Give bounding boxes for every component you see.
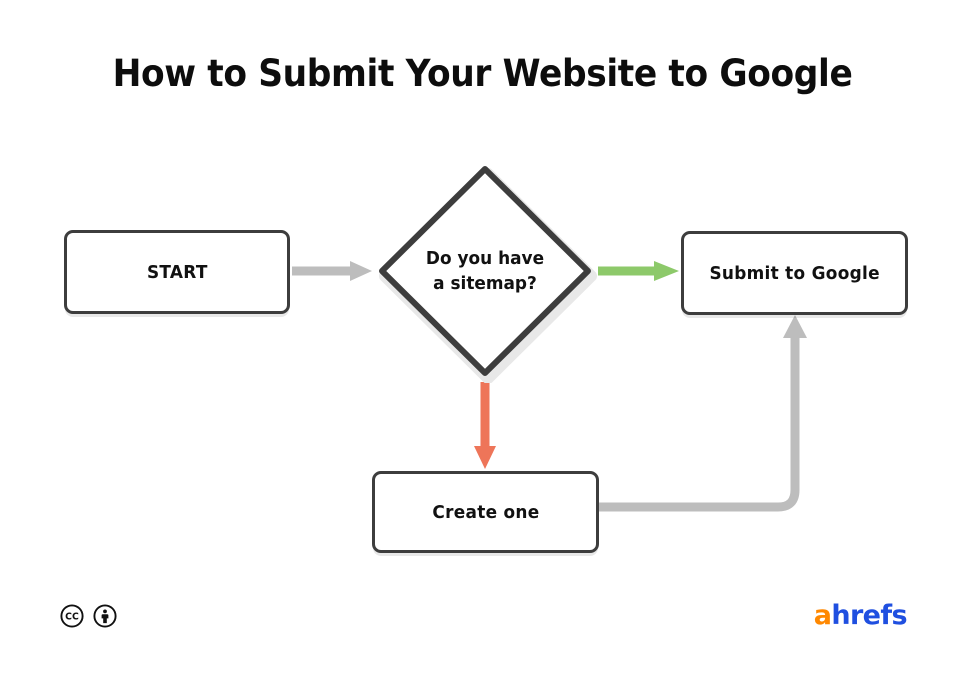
node-submit-label: Submit to Google	[709, 262, 880, 284]
node-create-one[interactable]: Create one	[372, 471, 599, 553]
node-decision-label: Do you have a sitemap?	[379, 159, 591, 383]
edge-decision-to-submit	[598, 261, 679, 281]
node-create-label: Create one	[431, 501, 540, 523]
edge-start-to-decision	[292, 261, 372, 281]
edge-decision-to-create	[474, 382, 496, 469]
page-title: How to Submit Your Website to Google	[112, 52, 853, 95]
creative-commons-icon[interactable]: CC	[60, 604, 84, 628]
creative-commons-by-icon[interactable]	[93, 604, 117, 628]
ahrefs-logo-rest: hrefs	[831, 600, 907, 631]
svg-text:CC: CC	[65, 612, 79, 623]
diamond-shape	[379, 166, 597, 383]
ahrefs-logo-a: a	[813, 600, 832, 631]
node-decision[interactable]: Do you have a sitemap?	[372, 159, 598, 383]
edge-create-to-submit	[599, 315, 807, 512]
node-decision-label-line1: Do you have	[425, 248, 545, 269]
node-start-label: START	[146, 261, 208, 283]
ahrefs-logo[interactable]: ahrefs	[813, 600, 908, 631]
node-start[interactable]: START	[64, 230, 290, 314]
license-badges: CC	[60, 604, 117, 628]
node-submit-to-google[interactable]: Submit to Google	[681, 231, 908, 315]
node-decision-label-line2: a sitemap?	[433, 273, 537, 294]
